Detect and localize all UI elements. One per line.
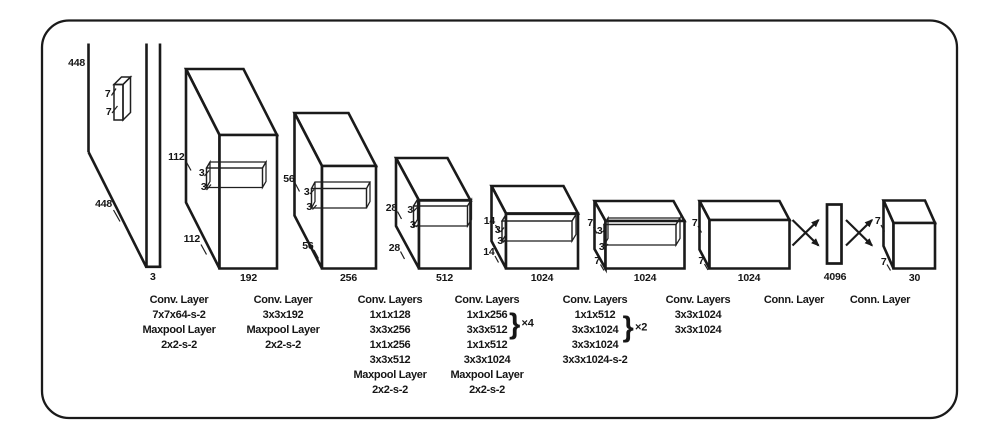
caption-conn-layer-1: Conn. Layer [763, 293, 825, 308]
stage1-depth-label: 192 [240, 271, 257, 284]
input-depth-label: 3 [149, 270, 156, 283]
caption-line: 3x3x1024-s-2 [562, 354, 628, 366]
caption-line: 2x2-s-2 [161, 339, 197, 351]
stage4-height-label: 14 [483, 214, 495, 227]
conv-box-14x14x1024 [489, 184, 581, 270]
caption-line: Conv. Layer [149, 294, 209, 306]
stage2-width-label: 56 [302, 239, 314, 252]
stage3-kernel-b-label: 3 [409, 218, 416, 231]
stage6-height-label: 7 [691, 216, 698, 229]
input-image-slab [87, 43, 162, 269]
caption-line: 1x1x512 [466, 339, 508, 351]
caption-line: Conv. Layers [665, 294, 731, 306]
stage2-kernel-b-label: 3 [306, 200, 312, 213]
output-depth-label: 30 [908, 271, 921, 284]
repeat-brace-x2: } [622, 311, 634, 344]
caption-line: Conn. Layer [763, 294, 825, 306]
stage6-width-label: 7 [698, 254, 704, 267]
kernel-3x3-stage-4 [500, 212, 578, 244]
caption-line: Maxpool Layer [450, 369, 524, 381]
caption-line: Conn. Layer [849, 294, 911, 306]
caption-line: Conv. Layers [562, 294, 628, 306]
caption-line: 3x3x192 [262, 309, 304, 321]
stage1-height-label: 112 [168, 150, 185, 163]
kernel-3x3-stage-5 [602, 215, 682, 249]
stage1-width-label: 112 [183, 232, 201, 245]
stage3-width-label: 28 [388, 241, 400, 254]
stage4-kernel-a-label: 3 [494, 223, 501, 236]
input-width-label: 448 [95, 197, 112, 210]
fc-layer-4096 [825, 203, 843, 265]
stage3-height-label: 28 [385, 201, 397, 214]
caption-line: 3x3x1024 [571, 339, 619, 351]
fc-connection-arrows-1 [791, 218, 820, 247]
caption-line: 1x1x128 [369, 309, 411, 321]
output-width-label: 7 [880, 255, 887, 268]
caption-stage-2: Conv. Layer 3x3x192 Maxpool Layer 2x2-s-… [246, 293, 319, 353]
stage5-height-label: 7 [587, 216, 593, 229]
stage5-depth-label: 1024 [633, 271, 657, 284]
caption-line: 3x3x512 [369, 354, 411, 366]
fc-size-label: 4096 [823, 270, 847, 283]
caption-stage-5: Conv. Layers 1x1x512 3x3x1024 3x3x1024 3… [563, 293, 628, 368]
caption-line: 3x3x1024 [674, 324, 722, 336]
output-cube-7x7x30 [880, 199, 938, 271]
output-height-label: 7 [874, 214, 881, 227]
input-kernel-width-label: 7 [105, 105, 112, 118]
stage4-width-label: 14 [483, 245, 495, 258]
caption-line: 3x3x1024 [463, 354, 511, 366]
caption-line: 1x1x512 [574, 309, 616, 321]
repeat-multiplier-x2: ×2 [635, 321, 648, 333]
caption-line: Maxpool Layer [353, 369, 427, 381]
stage2-depth-label: 256 [340, 271, 357, 284]
kernel-3x3-stage-3 [412, 197, 473, 229]
kernel-3x3-stage-2 [309, 181, 372, 210]
caption-line: 1x1x256 [466, 309, 508, 321]
fc-connection-arrows-2 [845, 218, 874, 247]
caption-line: Maxpool Layer [142, 324, 216, 336]
caption-line: Conv. Layers [454, 294, 520, 306]
stage2-kernel-a-label: 3 [303, 185, 310, 198]
conv-box-28x28x512 [393, 156, 473, 270]
stage5-kernel-b-label: 3 [598, 240, 605, 253]
caption-line: 2x2-s-2 [469, 384, 505, 396]
caption-line: 2x2-s-2 [265, 339, 301, 351]
input-kernel-7x7 [110, 75, 133, 122]
repeat-brace-x4: } [509, 308, 521, 340]
caption-line: 3x3x1024 [571, 324, 619, 336]
caption-line: Maxpool Layer [246, 324, 320, 336]
stage3-kernel-a-label: 3 [407, 203, 413, 216]
stage2-height-label: 56 [283, 172, 295, 185]
caption-line: 3x3x256 [369, 324, 411, 336]
stage4-depth-label: 1024 [530, 271, 554, 284]
stage1-kernel-a-label: 3 [198, 166, 205, 179]
stage6-depth-label: 1024 [737, 271, 761, 284]
caption-conn-layer-2: Conn. Layer [849, 293, 911, 308]
caption-stage-1: Conv. Layer 7x7x64-s-2 Maxpool Layer 2x2… [142, 293, 215, 353]
stage4-kernel-b-label: 3 [497, 234, 503, 247]
caption-line: 1x1x256 [369, 339, 411, 351]
kernel-3x3-stage-1 [204, 159, 268, 191]
conv-box-7x7x1024-b [697, 199, 792, 271]
caption-line: 7x7x64-s-2 [152, 309, 206, 321]
input-height-label: 448 [68, 56, 85, 69]
caption-stage-3: Conv. Layers 1x1x128 3x3x256 1x1x256 3x3… [353, 293, 426, 398]
stage1-kernel-b-label: 3 [200, 180, 207, 193]
caption-stage-6: Conv. Layers 3x3x1024 3x3x1024 [666, 293, 731, 338]
stage5-width-label: 7 [594, 254, 600, 267]
stage5-kernel-a-label: 3 [596, 224, 603, 237]
input-kernel-height-label: 7 [104, 87, 111, 100]
caption-line: Conv. Layer [253, 294, 313, 306]
caption-stage-4: Conv. Layers 1x1x256 3x3x512 1x1x512 3x3… [450, 293, 523, 398]
caption-line: Conv. Layers [357, 294, 423, 306]
stage3-depth-label: 512 [436, 271, 453, 284]
caption-line: 2x2-s-2 [372, 384, 408, 396]
conv-box-56x56x256 [292, 111, 379, 270]
repeat-multiplier-x4: ×4 [521, 317, 534, 330]
conv-box-7x7x1024-a [592, 199, 687, 274]
caption-line: 3x3x1024 [674, 309, 722, 321]
caption-line: 3x3x512 [466, 324, 508, 336]
